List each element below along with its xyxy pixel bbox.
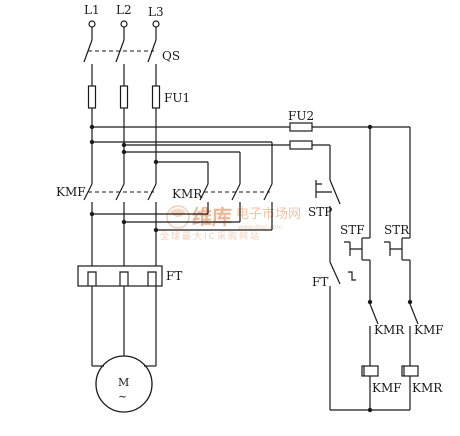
main-fuses-fu1: FU1 — [87, 85, 190, 109]
watermark-url: www.dzsc.com — [238, 224, 282, 231]
label-stp: STP — [308, 205, 332, 219]
label-str: STR — [384, 223, 410, 237]
main-power-lines — [89, 108, 290, 184]
supply-terminals: L1 L2 L3 — [84, 3, 164, 28]
label-stf: STF — [340, 223, 365, 237]
label-ft-ctrl: FT — [312, 275, 328, 289]
label-motor-ac: ~ — [118, 390, 127, 403]
motor: M ~ — [92, 355, 156, 413]
motor-icon — [95, 355, 153, 413]
control-circuit: FU2 STP STF — [288, 109, 444, 413]
label-fu1: FU1 — [164, 91, 190, 105]
label-ft-main: FT — [166, 269, 182, 283]
load-lines — [89, 202, 273, 266]
label-l2: L2 — [116, 3, 132, 17]
label-qs: QS — [162, 49, 180, 63]
label-motor: M — [118, 376, 129, 389]
coil-kmf: KMF — [361, 365, 402, 410]
label-kmr-main: KMR — [172, 187, 203, 201]
watermark-slogan: 全球最大IC采购网站 — [160, 230, 261, 242]
watermark-brand: 维库 — [192, 205, 232, 229]
overload-contact-ft: FT — [312, 261, 356, 410]
label-kmf-main: KMF — [56, 185, 86, 199]
watermark: 维库 电子市场网 www.dzsc.com 全球最大IC采购网站 — [160, 205, 301, 242]
terminal-l2 — [120, 20, 128, 28]
isolator-switch-qs: QS — [83, 27, 180, 86]
label-kmr-interlock: KMR — [374, 323, 405, 337]
start-forward-button-stf: STF — [340, 223, 371, 300]
watermark-site: 电子市场网 — [236, 206, 301, 222]
interlock-contact-kmr: KMR — [367, 299, 405, 366]
terminal-l3 — [152, 20, 160, 28]
label-kmr-coil: KMR — [412, 381, 443, 395]
label-l1: L1 — [84, 3, 100, 17]
thermal-relay-ft: FT — [77, 265, 182, 366]
reverse-contactor-kmr: KMR — [172, 183, 273, 201]
start-reverse-button-str: STR — [384, 223, 411, 300]
interlock-contact-kmf: KMF — [407, 299, 444, 366]
label-kmf-coil: KMF — [372, 381, 402, 395]
coil-kmr: KMR — [401, 365, 443, 410]
forward-contactor-kmf: KMF — [56, 183, 157, 201]
label-l3: L3 — [148, 5, 164, 19]
label-fu2: FU2 — [288, 109, 314, 123]
terminal-l1 — [88, 20, 96, 28]
label-kmf-interlock: KMF — [414, 323, 444, 337]
stop-button-stp: STP — [308, 179, 341, 262]
watermark-logo-icon — [166, 205, 190, 229]
